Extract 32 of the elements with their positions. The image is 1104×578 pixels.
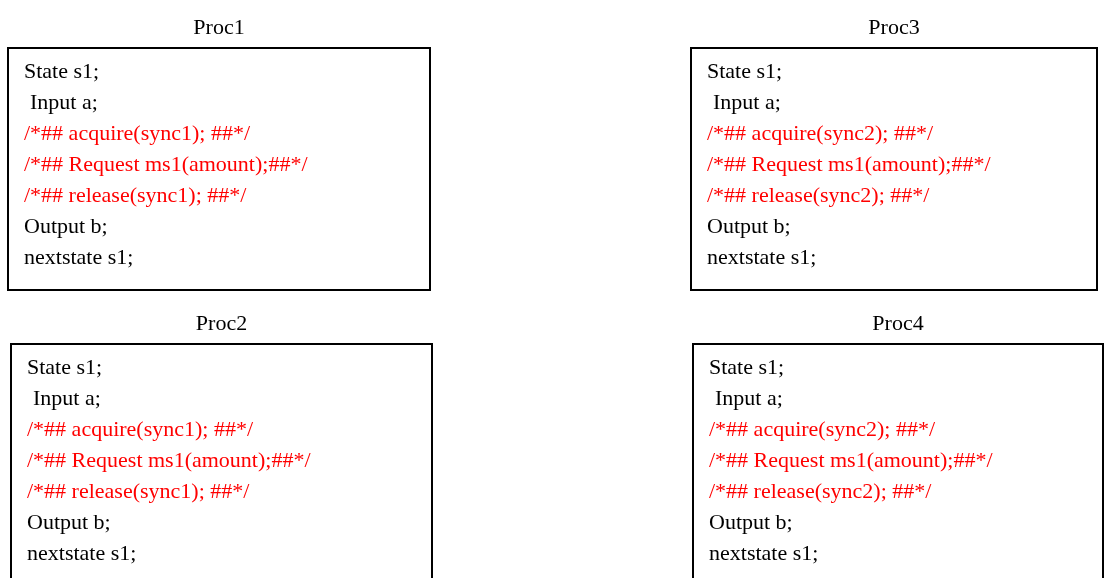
annotation-line: /*## release(sync1); ##*/ <box>27 477 250 505</box>
annotation-line: /*## acquire(sync1); ##*/ <box>27 415 254 443</box>
code-line: State s1; <box>707 57 783 85</box>
code-line: State s1; <box>24 57 100 85</box>
code-line: nextstate s1; <box>24 243 134 271</box>
code-line: Input a; <box>30 88 98 116</box>
annotation-line: /*## Request ms1(amount);##*/ <box>707 150 991 178</box>
code-line: nextstate s1; <box>709 539 819 567</box>
annotation-line: /*## acquire(sync1); ##*/ <box>24 119 251 147</box>
annotation-line: /*## release(sync2); ##*/ <box>707 181 930 209</box>
code-line: Input a; <box>33 384 101 412</box>
code-line: Input a; <box>713 88 781 116</box>
code-line: State s1; <box>709 353 785 381</box>
annotation-line: /*## Request ms1(amount);##*/ <box>27 446 311 474</box>
annotation-line: /*## acquire(sync2); ##*/ <box>707 119 934 147</box>
code-line: Output b; <box>27 508 111 536</box>
code-line: nextstate s1; <box>707 243 817 271</box>
code-line: Output b; <box>24 212 108 240</box>
code-line: nextstate s1; <box>27 539 137 567</box>
process-title: Proc2 <box>194 310 249 336</box>
process-title: Proc1 <box>192 14 246 40</box>
code-line: Output b; <box>709 508 793 536</box>
annotation-line: /*## release(sync2); ##*/ <box>709 477 932 505</box>
code-line: State s1; <box>27 353 103 381</box>
code-line: Output b; <box>707 212 791 240</box>
process-title: Proc4 <box>871 310 925 336</box>
annotation-line: /*## Request ms1(amount);##*/ <box>24 150 308 178</box>
annotation-line: /*## acquire(sync2); ##*/ <box>709 415 936 443</box>
annotation-line: /*## Request ms1(amount);##*/ <box>709 446 993 474</box>
annotation-line: /*## release(sync1); ##*/ <box>24 181 247 209</box>
process-title: Proc3 <box>867 14 921 40</box>
code-line: Input a; <box>715 384 783 412</box>
